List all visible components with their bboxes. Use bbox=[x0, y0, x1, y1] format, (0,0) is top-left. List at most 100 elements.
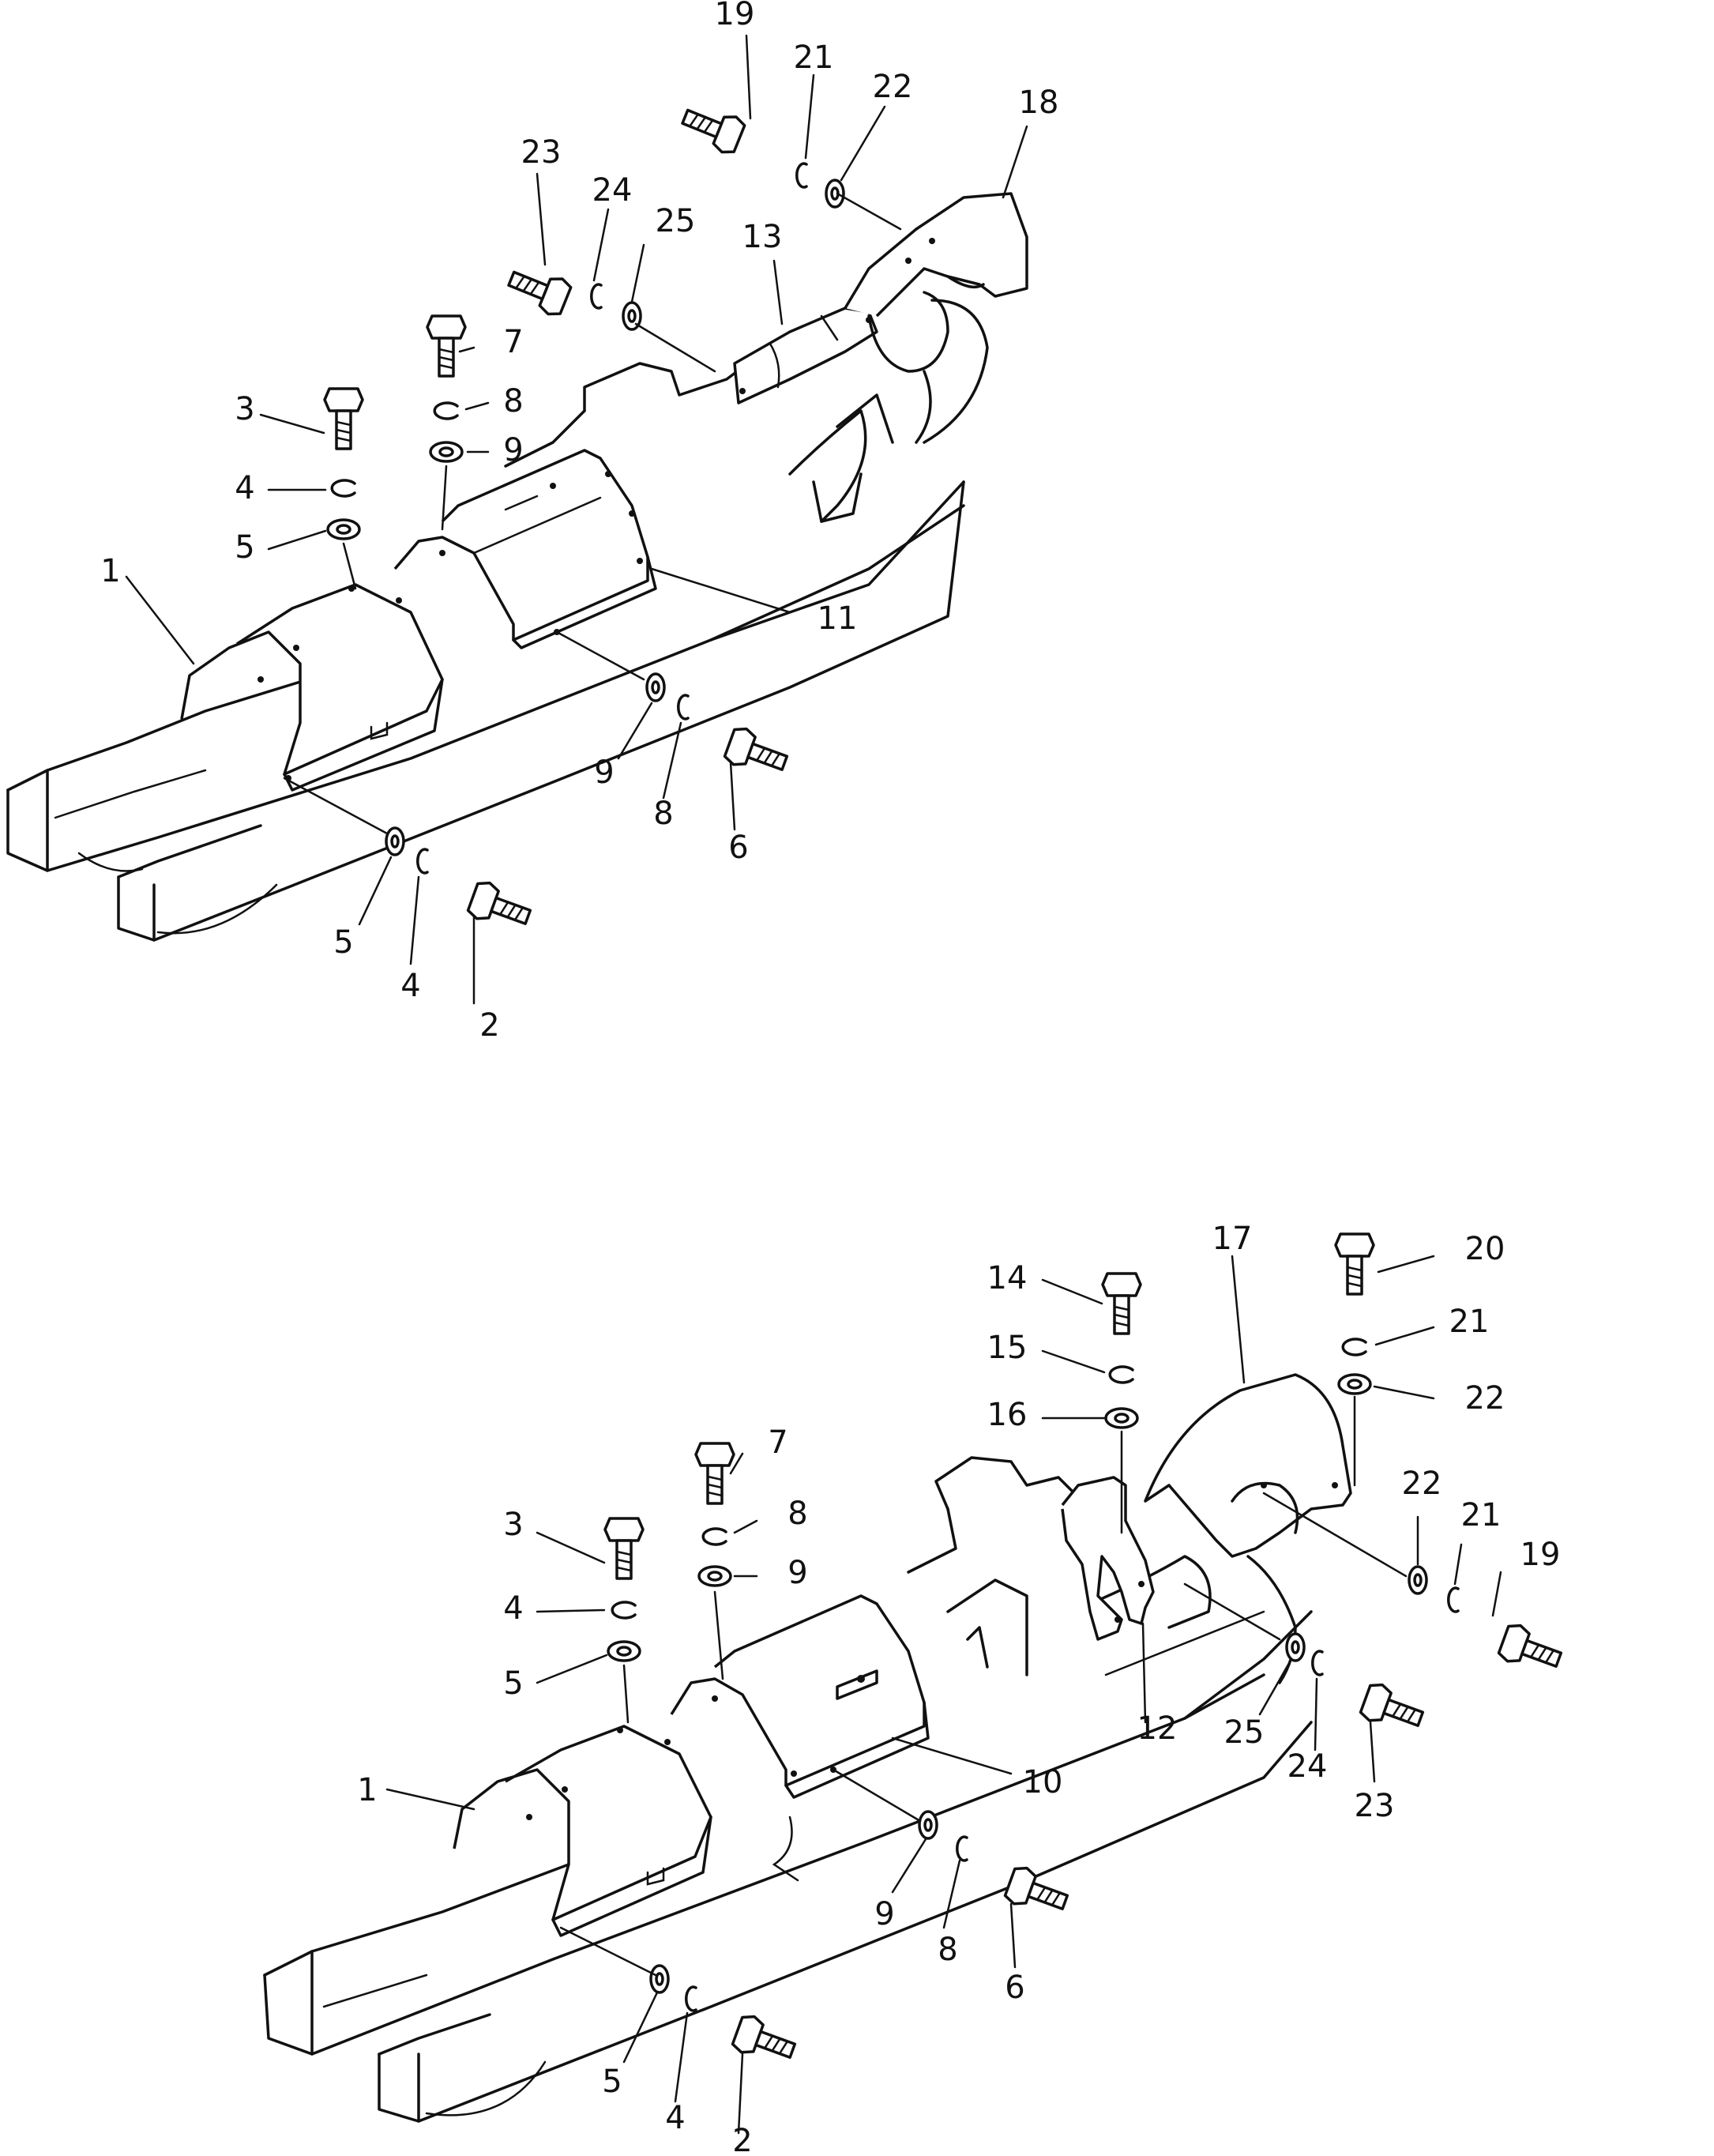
bolt-19-bottom bbox=[1495, 1620, 1567, 1680]
bolt-3 bbox=[323, 387, 364, 450]
svg-text:9: 9 bbox=[594, 754, 614, 791]
lock-washer-8-side bbox=[956, 1835, 968, 1862]
svg-text:25: 25 bbox=[1224, 1714, 1265, 1751]
svg-text:14: 14 bbox=[987, 1260, 1028, 1296]
svg-text:1: 1 bbox=[100, 553, 120, 589]
svg-text:25: 25 bbox=[656, 203, 696, 239]
labels-top: 19 21 22 18 23 24 25 13 7 8 9 3 4 5 1 11… bbox=[100, 0, 1058, 1044]
svg-text:4: 4 bbox=[235, 470, 254, 506]
track-frame-rail-right bbox=[117, 480, 965, 942]
bolt-19 bbox=[676, 97, 748, 158]
bolt-23-bottom bbox=[1357, 1680, 1429, 1739]
svg-text:8: 8 bbox=[938, 1932, 957, 1968]
svg-text:5: 5 bbox=[235, 529, 254, 566]
washer-9-lower bbox=[645, 672, 666, 702]
svg-text:12: 12 bbox=[1137, 1710, 1178, 1747]
svg-text:18: 18 bbox=[1019, 85, 1059, 121]
washer-9-side bbox=[918, 1810, 938, 1840]
svg-text:22: 22 bbox=[1465, 1380, 1505, 1417]
bolt-23 bbox=[502, 259, 574, 320]
svg-text:8: 8 bbox=[653, 796, 673, 832]
track-frame-rail-right-bottom bbox=[378, 1721, 1313, 2123]
svg-text:24: 24 bbox=[592, 172, 633, 209]
svg-text:9: 9 bbox=[874, 1896, 894, 1932]
svg-text:20: 20 bbox=[1465, 1231, 1505, 1267]
lock-washer-4-side bbox=[685, 1985, 697, 2012]
svg-text:24: 24 bbox=[1287, 1748, 1328, 1785]
top-assembly: 19 21 22 18 23 24 25 13 7 8 9 3 4 5 1 11… bbox=[6, 0, 1058, 1044]
svg-text:10: 10 bbox=[1023, 1764, 1063, 1800]
svg-text:6: 6 bbox=[1005, 1970, 1024, 2006]
svg-text:4: 4 bbox=[503, 1590, 523, 1627]
svg-text:23: 23 bbox=[1355, 1788, 1395, 1824]
svg-text:5: 5 bbox=[602, 2064, 622, 2100]
svg-text:3: 3 bbox=[503, 1507, 523, 1543]
svg-text:19: 19 bbox=[715, 0, 755, 32]
svg-text:4: 4 bbox=[665, 2100, 685, 2136]
bracket-12 bbox=[1061, 1476, 1155, 1641]
svg-text:4: 4 bbox=[400, 968, 420, 1004]
cover-10 bbox=[670, 1594, 926, 1787]
svg-text:2: 2 bbox=[732, 2123, 752, 2156]
bracket-13 bbox=[733, 307, 878, 404]
svg-text:7: 7 bbox=[768, 1424, 787, 1461]
washer-22 bbox=[825, 179, 845, 209]
lock-washer-21-side bbox=[1447, 1586, 1460, 1613]
track-frame-rail-left bbox=[6, 504, 965, 872]
lock-washer-21-top bbox=[1341, 1338, 1367, 1356]
svg-text:9: 9 bbox=[787, 1555, 807, 1591]
lock-washer-8-bottom bbox=[701, 1527, 727, 1546]
washer-9 bbox=[429, 441, 464, 463]
lock-washer-8 bbox=[433, 401, 459, 420]
bottom-assembly: 17 20 14 21 15 22 16 7 8 9 22 21 19 3 4 … bbox=[263, 1221, 1567, 2156]
washer-9-bottom bbox=[697, 1565, 732, 1587]
washer-5-bottom bbox=[607, 1640, 641, 1662]
lock-washer-4 bbox=[330, 479, 356, 498]
svg-text:17: 17 bbox=[1212, 1221, 1253, 1257]
bolt-14 bbox=[1101, 1272, 1142, 1335]
leader-lines-bottom bbox=[385, 1255, 1502, 2135]
svg-text:8: 8 bbox=[787, 1496, 807, 1532]
cover-11 bbox=[393, 449, 649, 642]
svg-text:21: 21 bbox=[1449, 1304, 1490, 1340]
washer-22-side bbox=[1408, 1565, 1428, 1595]
svg-text:9: 9 bbox=[503, 432, 523, 468]
washer-16 bbox=[1104, 1407, 1139, 1429]
bolt-2 bbox=[464, 878, 536, 937]
bolt-7-bottom bbox=[694, 1442, 735, 1505]
washer-5-lower bbox=[385, 826, 405, 856]
washer-5-side bbox=[649, 1964, 670, 1994]
lock-washer-15 bbox=[1108, 1365, 1134, 1384]
bolt-20 bbox=[1334, 1232, 1375, 1296]
svg-text:22: 22 bbox=[873, 69, 913, 105]
cover-17 bbox=[1144, 1373, 1352, 1558]
svg-text:15: 15 bbox=[987, 1330, 1028, 1366]
bolt-6 bbox=[721, 724, 793, 783]
lock-washer-4-lower bbox=[416, 848, 429, 875]
lock-washer-21 bbox=[795, 162, 808, 189]
svg-text:16: 16 bbox=[987, 1397, 1028, 1433]
svg-text:13: 13 bbox=[742, 219, 783, 255]
svg-text:21: 21 bbox=[1461, 1497, 1502, 1533]
cover-1-bottom bbox=[453, 1725, 712, 1921]
lock-washer-24-bottom bbox=[1311, 1650, 1324, 1676]
bolt-6-bottom bbox=[1002, 1863, 1073, 1922]
svg-text:8: 8 bbox=[503, 383, 523, 420]
svg-text:7: 7 bbox=[503, 324, 523, 360]
svg-text:19: 19 bbox=[1520, 1537, 1561, 1573]
frame-body-bottom bbox=[934, 1456, 1084, 1511]
washer-22-top bbox=[1337, 1373, 1372, 1395]
svg-text:1: 1 bbox=[357, 1772, 377, 1808]
washer-25-bottom bbox=[1285, 1632, 1306, 1662]
svg-text:2: 2 bbox=[479, 1007, 499, 1044]
leader-lines-top bbox=[125, 34, 1028, 1005]
lock-washer-4-bottom bbox=[611, 1601, 637, 1620]
svg-text:22: 22 bbox=[1402, 1466, 1442, 1502]
lock-washer-24 bbox=[590, 283, 603, 310]
bolt-3-bottom bbox=[603, 1517, 645, 1580]
svg-text:23: 23 bbox=[521, 134, 562, 171]
lock-washer-8-lower bbox=[677, 694, 690, 721]
labels-bottom: 17 20 14 21 15 22 16 7 8 9 22 21 19 3 4 … bbox=[357, 1221, 1560, 2156]
bolt-7 bbox=[426, 314, 467, 378]
